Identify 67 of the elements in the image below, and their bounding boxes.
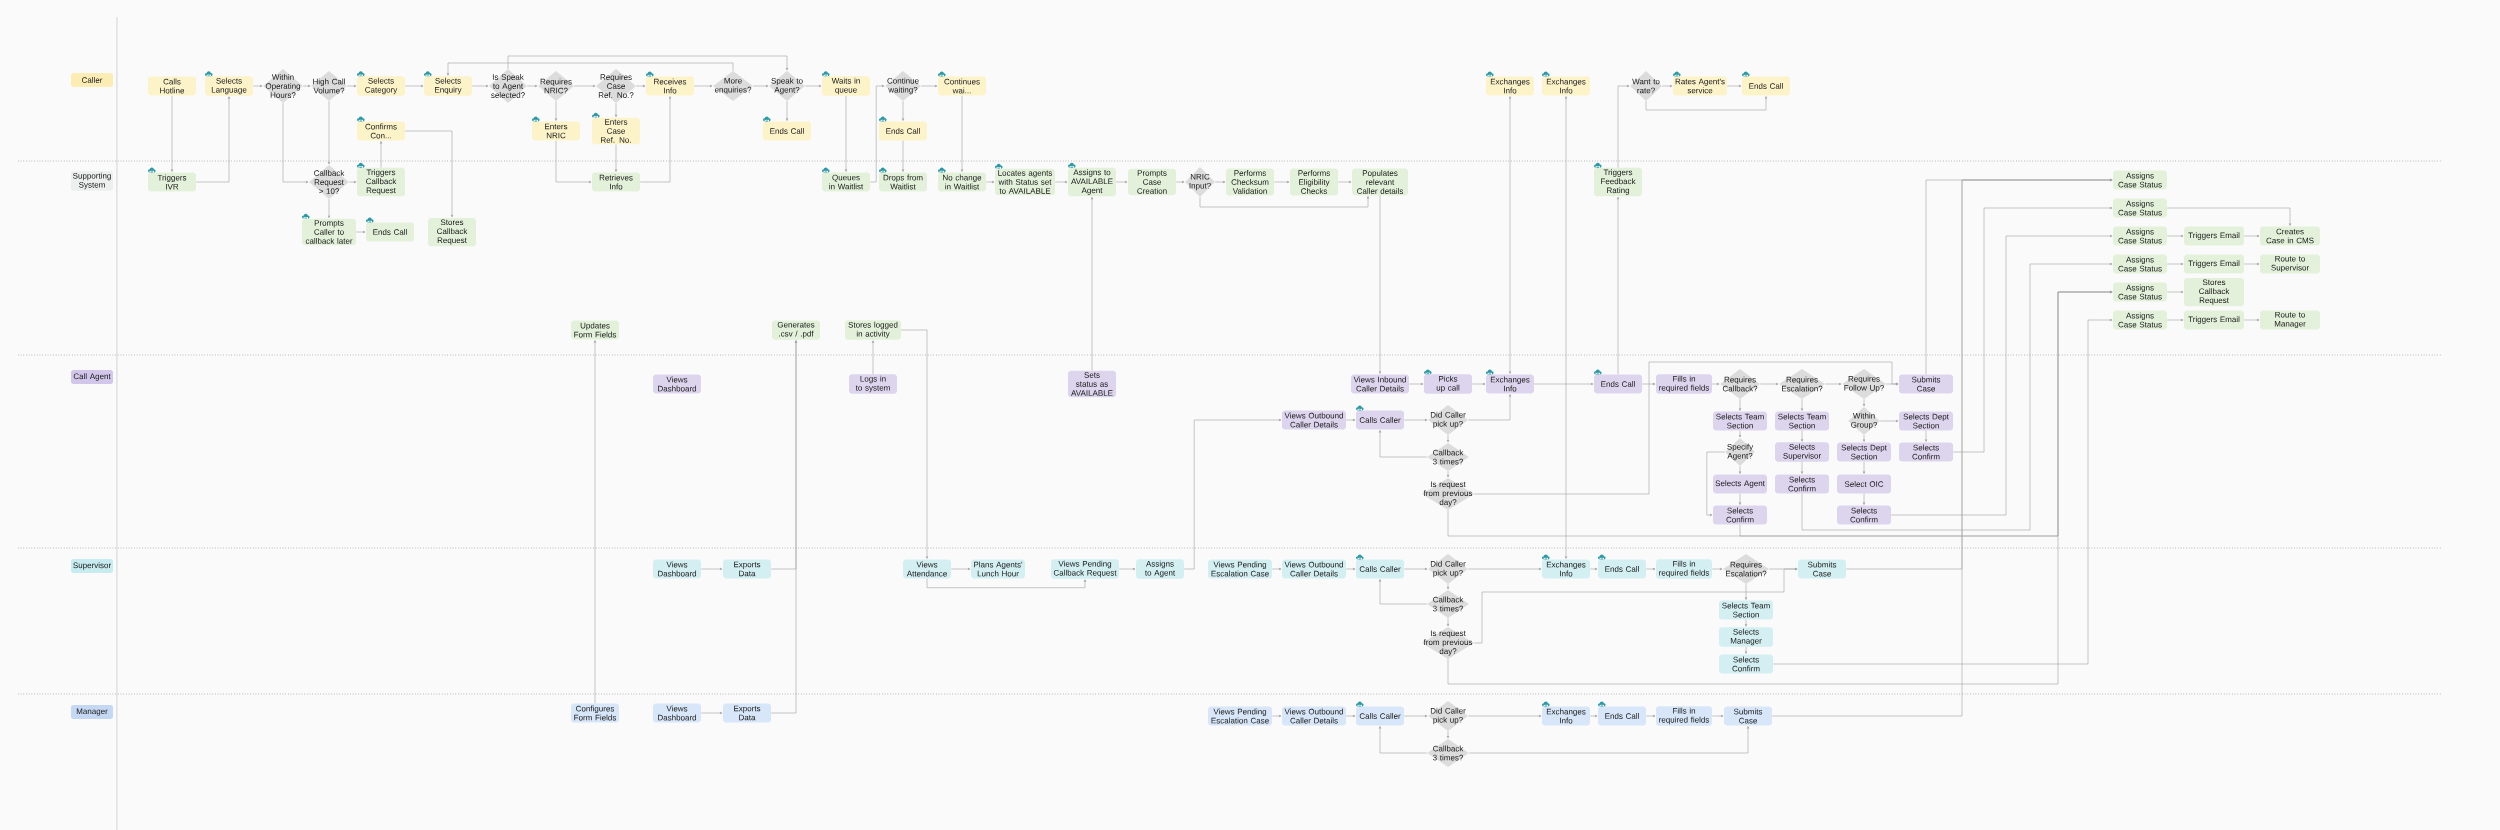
arrow xyxy=(639,96,672,183)
arrow xyxy=(1473,361,1899,495)
arrow xyxy=(1468,726,1750,754)
arrow xyxy=(1862,434,1866,442)
process-box: Assigns to AVAILABLE Agent xyxy=(1068,167,1116,197)
arrow xyxy=(1706,451,1726,517)
arrow xyxy=(1378,430,1428,458)
arrow xyxy=(1744,646,1748,654)
arrow xyxy=(1952,206,2113,453)
arrow xyxy=(770,340,798,714)
lane-label: Supervisor xyxy=(71,559,113,573)
arrow xyxy=(195,96,231,183)
process-box: Triggers Callback Request xyxy=(357,167,405,197)
arrow xyxy=(1378,579,1428,605)
process-box: Fills in required fields xyxy=(1656,374,1712,394)
arrow xyxy=(507,55,789,71)
process-box: Selects Language xyxy=(205,76,253,96)
process-box: Assigns to Agent xyxy=(1136,559,1184,579)
arrow xyxy=(1890,234,2113,516)
arrow xyxy=(1768,567,1798,571)
arrow xyxy=(1771,178,2113,717)
process-box: Populates relevant Caller details xyxy=(1352,168,1408,196)
process-box: Selects Supervisor xyxy=(1775,442,1829,462)
process-box: Triggers Feedback Rating xyxy=(1594,167,1642,197)
arrow xyxy=(1772,318,2113,665)
process-box: Picks up call xyxy=(1424,374,1472,394)
process-box: Logs in to system xyxy=(849,374,897,394)
arrow xyxy=(1447,290,2113,685)
arrow xyxy=(2166,207,2292,226)
lane-label: Caller xyxy=(71,73,113,87)
process-box: Performs Checksum Validation xyxy=(1226,168,1274,196)
process-box: Sets status as AVAILABLE xyxy=(1068,370,1116,398)
process-box: Enters Case Ref. No. xyxy=(592,117,640,145)
process-box: Performs Eligibility Checks xyxy=(1290,168,1338,196)
arrow xyxy=(446,62,734,76)
lane-label: Manager xyxy=(71,705,113,719)
process-box: Prompts Caller to callback later xyxy=(302,218,356,246)
process-box: Generates .csv / .pdf xyxy=(772,320,820,340)
arrow xyxy=(282,102,309,184)
process-box: Selects Manager xyxy=(1719,627,1773,647)
arrow xyxy=(900,329,929,559)
process-box: Locates agents with Status set to AVAILABLE xyxy=(995,168,1055,196)
process-box: Views Pending Callback Request xyxy=(1051,559,1119,579)
arrow xyxy=(1199,196,1370,208)
process-box: Route to Manager xyxy=(2260,310,2321,330)
arrow xyxy=(1183,418,1282,570)
process-box: Waits in queue xyxy=(822,76,870,96)
process-box: Selects Category xyxy=(357,76,405,96)
process-box: Selects Enquiry xyxy=(424,76,472,96)
arrow xyxy=(1467,394,1512,421)
process-box: Stores logged in activity xyxy=(845,320,901,340)
arrow xyxy=(1617,84,1630,168)
arrow xyxy=(404,130,454,218)
arrow xyxy=(869,84,885,183)
arrow xyxy=(555,140,592,184)
process-box: Prompts Case Creation xyxy=(1128,168,1176,196)
process-box: Fills in required fields xyxy=(1656,559,1712,579)
process-box: Fills in required fields xyxy=(1656,706,1712,726)
process-box: Route to Supervisor xyxy=(2260,254,2321,274)
process-box: Stores Callback Request xyxy=(2184,277,2245,307)
process-box: Stores Callback Request xyxy=(428,217,476,247)
lane-label: Call Agent xyxy=(71,370,113,384)
arrow xyxy=(926,578,1087,588)
arrow xyxy=(1645,96,1768,111)
arrow xyxy=(1801,262,2113,531)
lane-label: Supporting System xyxy=(71,171,113,191)
arrow xyxy=(1378,726,1428,754)
